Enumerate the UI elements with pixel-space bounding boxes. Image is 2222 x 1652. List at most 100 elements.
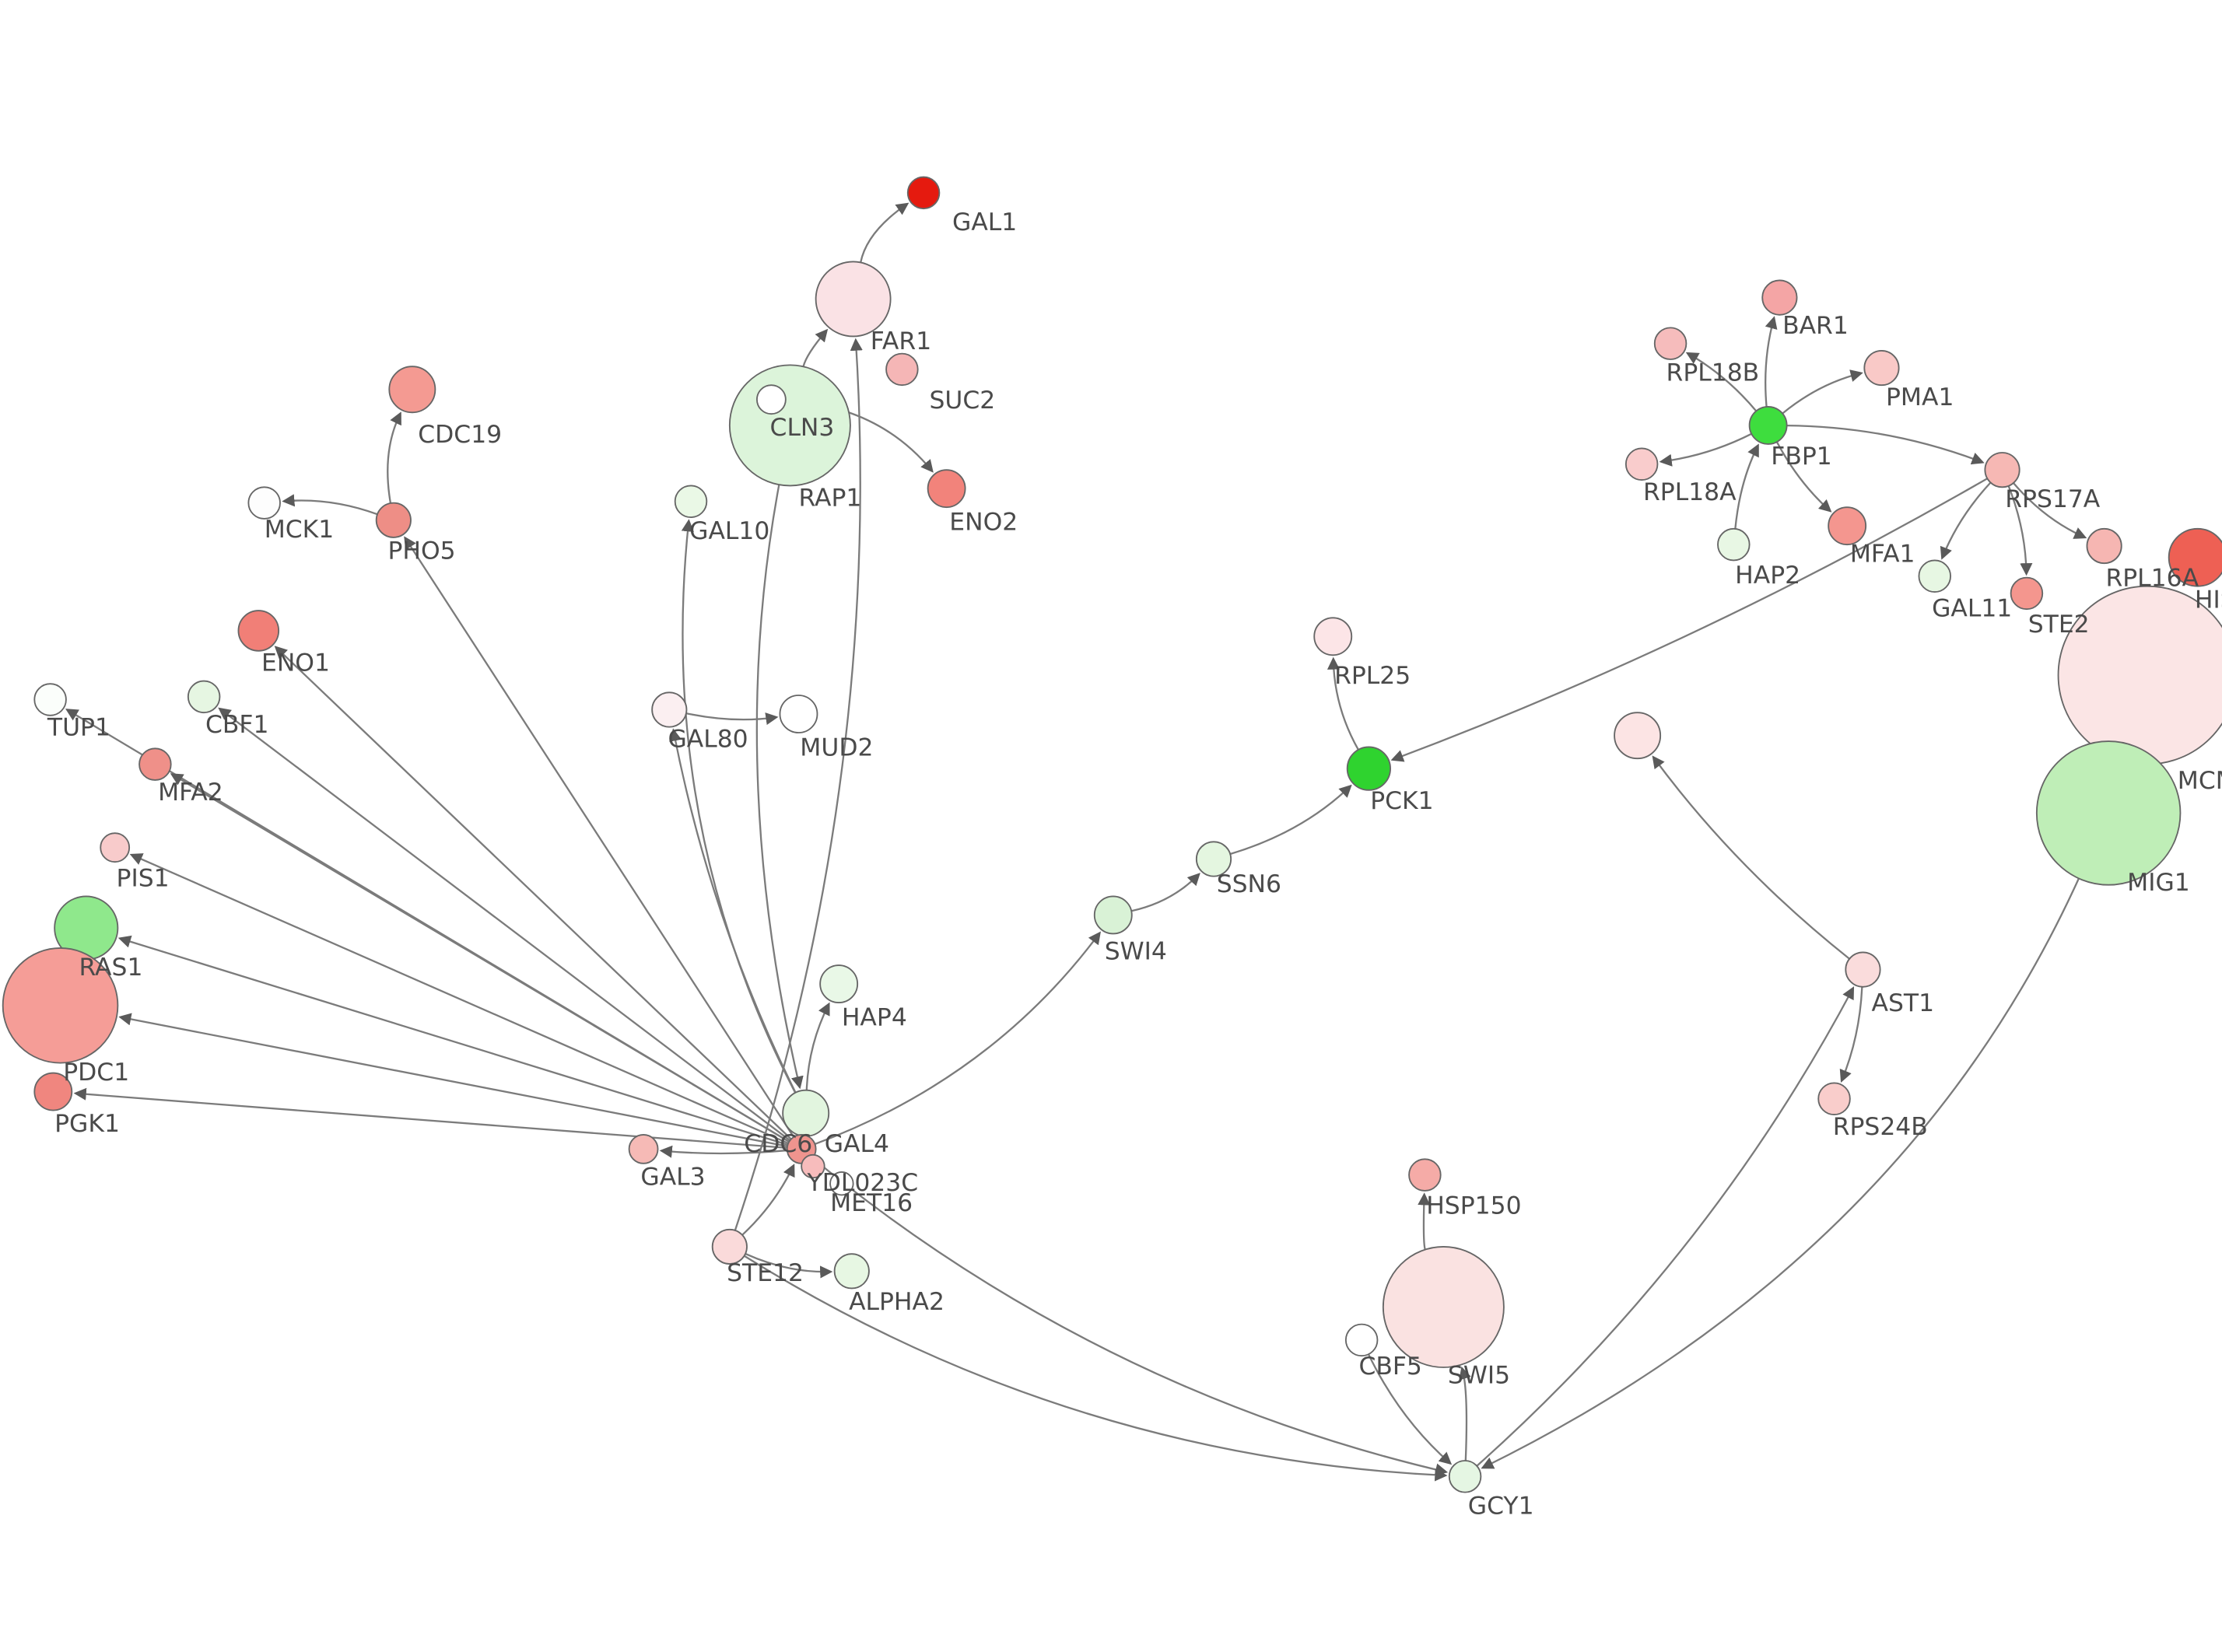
edge-SWI4-SSN6[interactable] [1130,873,1200,912]
edge-GAL4-MFA2[interactable] [170,773,790,1143]
edge-FBP1-BAR1[interactable] [1765,316,1778,408]
node-STE12[interactable] [711,1228,748,1265]
edge-FBP1-RPL18A[interactable] [1659,432,1752,467]
node-PIS1[interactable] [100,832,131,863]
edge-FBP1-RPL18B[interactable] [1685,352,1758,412]
node-MIG1[interactable] [2035,740,2182,886]
node-RPS17A[interactable] [1984,452,2020,488]
node-MCK1[interactable] [247,486,281,520]
edge-GAL4-SWI4[interactable] [815,931,1101,1146]
edge-RPS17A-PCK1[interactable] [1390,478,1988,762]
node-GAL1[interactable] [906,176,941,210]
node-SSN6[interactable] [1195,841,1232,877]
edge-STE12-FAR1[interactable] [734,338,863,1231]
node-PGK1[interactable] [33,1072,73,1111]
node-label-SWI4: SWI4 [1105,938,1167,966]
edge-GAL4-CBF1[interactable] [218,707,791,1142]
edge-MIG1-GCY1[interactable] [1481,877,2080,1469]
edge-STE12-ALPHA2[interactable] [745,1252,833,1279]
edge-RPS17A-GAL11[interactable] [1940,481,1992,560]
edge-HAP2-FBP1[interactable] [1734,443,1759,530]
edge-CBF5-GCY1[interactable] [1367,1353,1453,1465]
node-MUD2[interactable] [779,695,818,733]
edge-FBP1-MFA1[interactable] [1775,441,1832,513]
node-TUP1[interactable] [33,683,67,716]
node-label-HAP4: HAP4 [842,1004,907,1032]
edge-RPS17A-STE2[interactable] [2007,485,2033,576]
node-PDC1[interactable] [2,947,119,1064]
edge-PHO5-MCK1[interactable] [282,494,378,516]
edge-GAL4-GAL3[interactable] [659,1145,787,1158]
edge-CDC6-GAL10[interactable] [681,519,797,1094]
edge-GAL4-RAS1[interactable] [117,935,788,1146]
edge-GCY1-SWI5[interactable] [1459,1366,1471,1461]
node-RPL16A[interactable] [2086,527,2122,565]
node-GAL80[interactable] [651,691,688,728]
edge-CDC6-HAP4[interactable] [805,1002,830,1090]
edge-FAR1-GAL1[interactable] [860,202,909,263]
edge-GAL4-ENO1[interactable] [274,646,792,1140]
node-PHO5[interactable] [375,502,412,538]
edge-FBP1-PMA1[interactable] [1782,369,1863,415]
node-FBP1[interactable] [1748,406,1788,445]
node-YDL023C[interactable] [801,1153,825,1179]
edge-CLN3-CDC6[interactable] [755,484,804,1090]
edge-FBP1-RPS17A[interactable] [1786,424,1985,465]
node-GAL3[interactable] [628,1134,659,1164]
node-ENO2[interactable] [927,469,966,509]
node-label-RAP1: RAP1 [798,484,861,512]
node-SUC2[interactable] [885,352,919,387]
node-label-GAL80: GAL80 [668,725,748,753]
node-GAL11[interactable] [1918,559,1951,593]
node-NODE1[interactable] [1614,712,1662,760]
node-RAP1[interactable] [756,384,787,415]
edge-GAL4-PGK1[interactable] [73,1087,787,1150]
edge-GAL4-PDC1[interactable] [118,1013,788,1148]
node-GCY1[interactable] [1448,1460,1482,1493]
node-RPL25[interactable] [1313,617,1353,656]
node-CDC6[interactable] [782,1089,830,1137]
node-HAP4[interactable] [819,964,859,1004]
node-SWI4[interactable] [1093,895,1133,935]
node-ALPHA2[interactable] [833,1253,870,1290]
node-CDC19[interactable] [388,366,436,414]
node-FAR1[interactable] [815,261,892,338]
edge-AST1-RPS24B[interactable] [1839,986,1863,1083]
edge-SSN6-PCK1[interactable] [1229,784,1352,856]
edge-GAL80-MUD2[interactable] [685,712,779,726]
node-MFA2[interactable] [138,747,172,781]
node-CBF1[interactable] [187,680,221,714]
node-MFA1[interactable] [1828,506,1867,546]
node-BAR1[interactable] [1761,279,1798,316]
edge-GCY1-AST1[interactable] [1476,986,1855,1467]
node-AST1[interactable] [1845,951,1881,988]
node-HAP2[interactable] [1717,527,1751,562]
edge-PCK1-RPL25[interactable] [1327,656,1359,751]
edge-SWI5-HSP150[interactable] [1418,1192,1431,1250]
edge-STE12-GAL4[interactable] [741,1164,795,1236]
node-label-PCK1: PCK1 [1370,787,1433,815]
edge-PHO5-CDC19[interactable] [387,411,401,504]
node-RPS24B[interactable] [1817,1082,1851,1116]
node-HSP150[interactable] [1408,1158,1442,1192]
node-RPL18B[interactable] [1653,327,1688,360]
node-PMA1[interactable] [1863,350,1900,387]
edge-RPS17A-RPL16A[interactable] [2013,482,2087,539]
node-MET16[interactable] [829,1171,854,1196]
edge-AST1-NODE1[interactable] [1652,755,1850,960]
node-HIS4[interactable] [2168,527,2222,587]
edge-GAL4-PHO5[interactable] [404,536,795,1138]
node-ENO1[interactable] [237,610,280,652]
edge-CLN3-FAR1[interactable] [802,328,829,367]
edge-GAL4-GCY1[interactable] [811,1157,1449,1476]
edge-STE12-GCY1[interactable] [744,1255,1448,1482]
node-SWI5[interactable] [1382,1246,1505,1368]
node-GAL10[interactable] [674,485,708,519]
node-CBF5[interactable] [1344,1323,1379,1357]
node-PCK1[interactable] [1346,746,1391,791]
edge-GAL4-PIS1[interactable] [129,853,789,1145]
node-STE2[interactable] [2010,576,2044,611]
node-RPL18A[interactable] [1624,447,1659,481]
edge-CDC6-GAL80[interactable] [669,728,797,1094]
